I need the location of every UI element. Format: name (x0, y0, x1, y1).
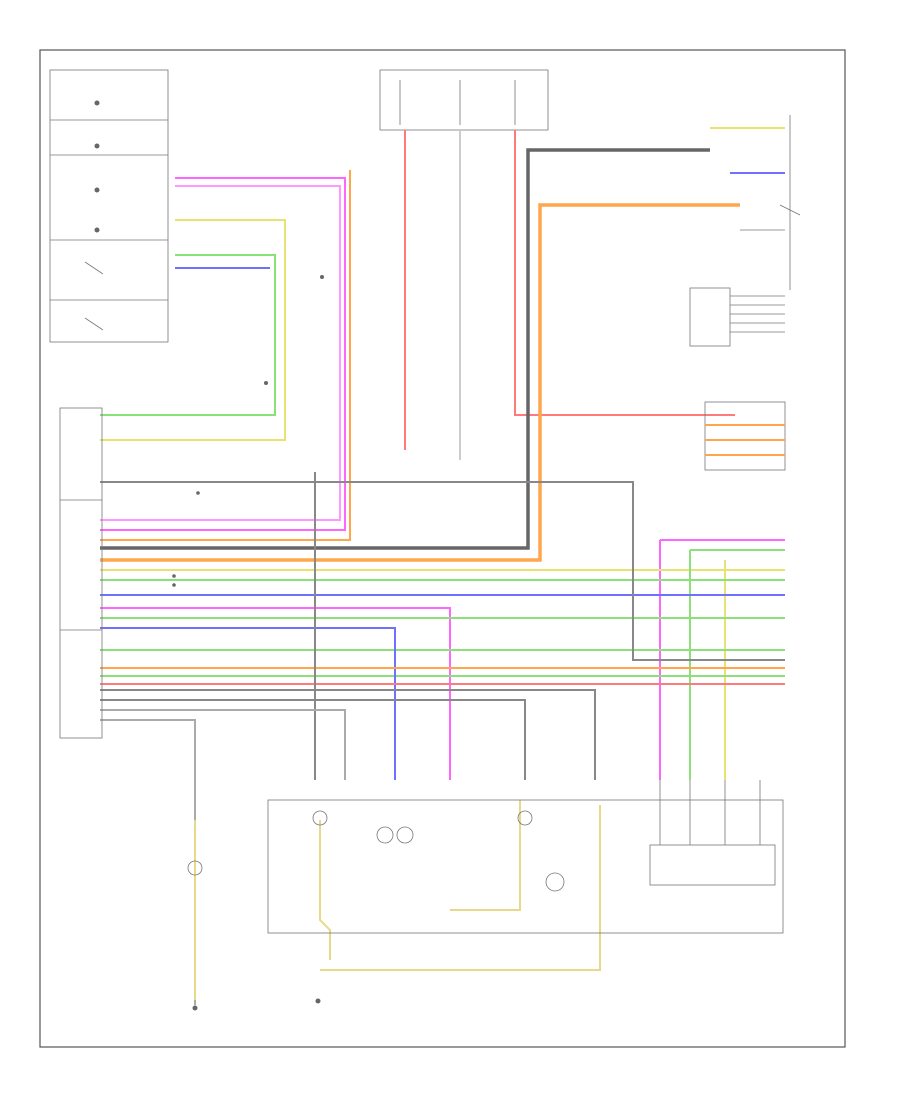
connector-icon (320, 275, 324, 279)
switch-icon (94, 187, 100, 193)
lamp-icon (517, 810, 533, 826)
connector-icon (264, 381, 268, 385)
lower-ground-frame (267, 799, 784, 934)
connector-block (59, 407, 103, 739)
connector-icon (172, 574, 176, 578)
connector-array (649, 780, 776, 886)
diagram-frame (39, 49, 846, 1048)
wire-yellow-1 (100, 219, 286, 441)
wire-gray-3 (100, 699, 526, 780)
switch-icon (94, 227, 100, 233)
wire-gray-5 (100, 709, 346, 780)
wire-green-1 (100, 254, 276, 416)
wire-gray-2 (100, 689, 596, 780)
switch-icon (94, 143, 100, 149)
motor-icon (545, 872, 565, 892)
wire-tan-2 (320, 805, 601, 971)
ground-icon (192, 1005, 198, 1011)
switch-icon (94, 100, 100, 106)
lamp-icon (187, 860, 203, 876)
wire-pink-5 (100, 607, 451, 780)
lamp-icon (396, 826, 414, 844)
wire-red-fuse-2 (514, 130, 735, 416)
lamp-icon (376, 826, 394, 844)
wire-orange-branch (100, 170, 351, 541)
lamp-icon (312, 810, 328, 826)
wire-pink-1 (100, 177, 346, 531)
right-connector-block (689, 287, 786, 471)
connector-icon (196, 491, 200, 495)
fuse-block (379, 69, 549, 131)
wire-tan-1 (319, 820, 331, 960)
wire-orange-main (100, 203, 740, 562)
top-right-switches (710, 115, 801, 290)
wire-blue-3 (100, 627, 396, 780)
ground-icon (315, 998, 321, 1004)
connector-icon (172, 583, 176, 587)
wire-gray-6 (100, 719, 196, 1005)
light-switch-block (49, 69, 169, 343)
wire-gray-1 (100, 481, 785, 661)
wire-pink-2 (100, 185, 341, 521)
wire-tan-3 (450, 800, 521, 911)
